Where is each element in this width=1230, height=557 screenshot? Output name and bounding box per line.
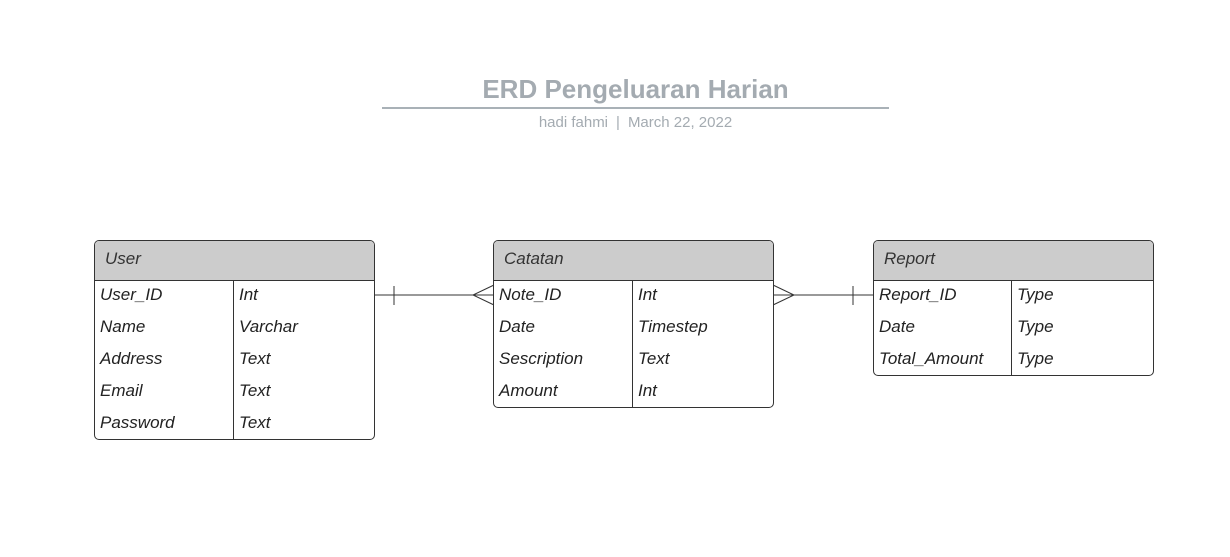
attribute-name: Name — [95, 313, 234, 345]
attribute-type: Text — [239, 381, 271, 400]
cardinality-many-marker — [772, 284, 796, 306]
cardinality-many-marker — [471, 284, 495, 306]
attribute-name: Sescription — [494, 345, 633, 377]
attribute-name: Date — [494, 313, 633, 345]
entity-header: Report — [874, 241, 1153, 281]
entity-user[interactable]: User User_ID Int Name Varchar Address Te… — [94, 240, 375, 440]
attribute-type: Text — [239, 413, 271, 432]
attribute-row: Total_Amount Type — [874, 345, 1153, 375]
attribute-type: Type — [1017, 317, 1054, 336]
entity-attributes: User_ID Int Name Varchar Address Text Em… — [95, 281, 374, 439]
entity-header: Catatan — [494, 241, 773, 281]
attribute-type: Type — [1017, 349, 1054, 368]
entity-attributes: Report_ID Type Date Type Total_Amount Ty… — [874, 281, 1153, 375]
attribute-name: Password — [95, 409, 234, 439]
entity-header: User — [95, 241, 374, 281]
attribute-type: Int — [638, 381, 657, 400]
title-divider — [382, 107, 889, 109]
attribute-row: Note_ID Int — [494, 281, 773, 313]
attribute-name: User_ID — [95, 281, 234, 313]
subtitle-separator: | — [616, 114, 620, 131]
attribute-name: Amount — [494, 377, 633, 407]
attribute-row: Address Text — [95, 345, 374, 377]
entity-report[interactable]: Report Report_ID Type Date Type Total_Am… — [873, 240, 1154, 376]
attribute-row: User_ID Int — [95, 281, 374, 313]
attribute-type: Timestep — [638, 317, 708, 336]
diagram-title: ERD Pengeluaran Harian — [482, 74, 789, 104]
attribute-type: Int — [638, 285, 657, 304]
attribute-type: Type — [1017, 285, 1054, 304]
diagram-subtitle: hadi fahmi | March 22, 2022 — [382, 114, 889, 132]
attribute-type: Varchar — [239, 317, 298, 336]
attribute-name: Note_ID — [494, 281, 633, 313]
author-name: hadi fahmi — [538, 114, 609, 131]
attribute-name: Email — [95, 377, 234, 409]
attribute-type: Int — [239, 285, 258, 304]
attribute-row: Password Text — [95, 409, 374, 439]
attribute-row: Amount Int — [494, 377, 773, 407]
entity-catatan[interactable]: Catatan Note_ID Int Date Timestep Sescri… — [493, 240, 774, 408]
diagram-date: March 22, 2022 — [627, 114, 733, 131]
attribute-name: Report_ID — [874, 281, 1012, 313]
attribute-row: Email Text — [95, 377, 374, 409]
attribute-row: Date Timestep — [494, 313, 773, 345]
attribute-row: Report_ID Type — [874, 281, 1153, 313]
attribute-name: Date — [874, 313, 1012, 345]
attribute-name: Total_Amount — [874, 345, 1012, 375]
attribute-row: Sescription Text — [494, 345, 773, 377]
attribute-type: Text — [638, 349, 670, 368]
attribute-row: Date Type — [874, 313, 1153, 345]
relationship-user-catatan — [374, 284, 495, 306]
attribute-name: Address — [95, 345, 234, 377]
attribute-row: Name Varchar — [95, 313, 374, 345]
entity-attributes: Note_ID Int Date Timestep Sescription Te… — [494, 281, 773, 407]
attribute-type: Text — [239, 349, 271, 368]
relationship-catatan-report — [772, 284, 874, 306]
